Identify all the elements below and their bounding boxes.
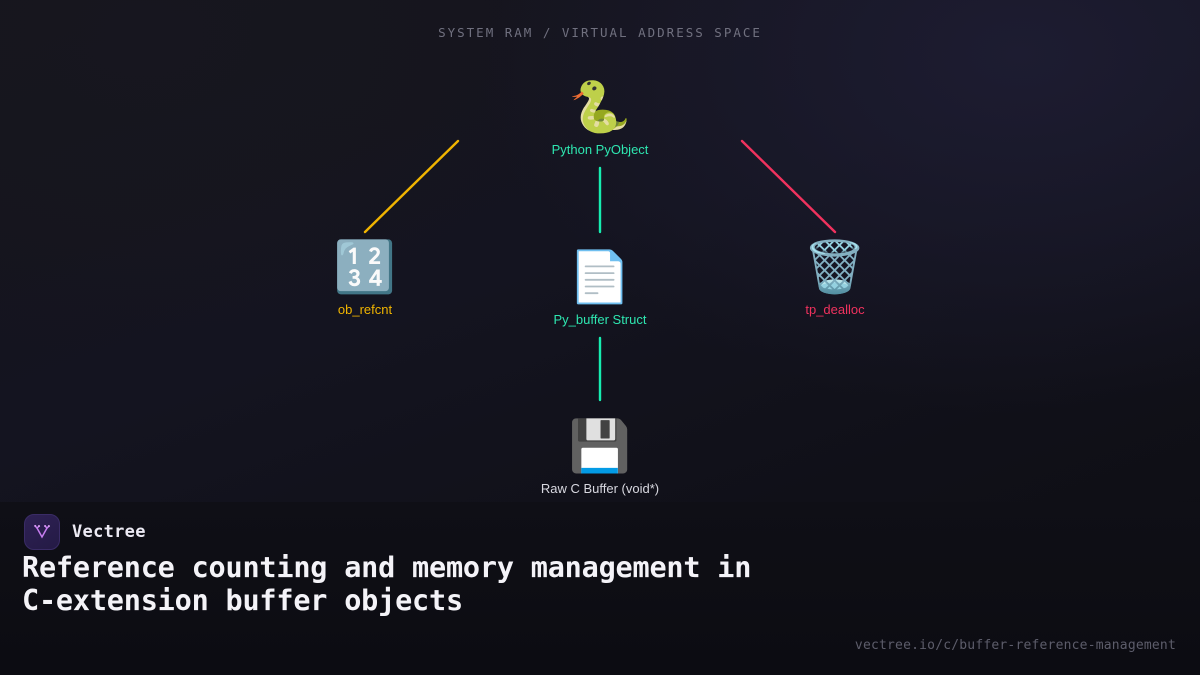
diagram-node-py-buffer-struct[interactable]: 📄 Py_buffer Struct	[505, 248, 695, 327]
diagram-header-label: SYSTEM RAM / VIRTUAL ADDRESS SPACE	[438, 25, 762, 40]
diagram-node-ob-refcnt[interactable]: 🔢 ob_refcnt	[270, 238, 460, 317]
diagram-node-python-pyobject[interactable]: 🐍 Python PyObject	[505, 78, 695, 157]
document-icon: 📄	[568, 248, 632, 306]
vectree-branch-logo-icon	[24, 514, 60, 550]
snake-icon: 🐍	[568, 78, 632, 136]
diagram-node-label: tp_dealloc	[805, 302, 865, 317]
diagram-node-label: Raw C Buffer (void*)	[540, 481, 660, 496]
footer-bar: Vectree Reference counting and memory ma…	[0, 502, 1200, 675]
floppy-disk-icon: 💾	[568, 417, 632, 475]
diagram-edge	[363, 139, 460, 234]
diagram-node-raw-c-buffer[interactable]: 💾 Raw C Buffer (void*)	[505, 417, 695, 496]
diagram-node-tp-dealloc[interactable]: 🗑️ tp_dealloc	[740, 238, 930, 317]
diagram-canvas: SYSTEM RAM / VIRTUAL ADDRESS SPACE 🐍 Pyth…	[270, 25, 930, 496]
brand-name: Vectree	[72, 522, 146, 542]
diagram-node-label: Python PyObject	[551, 142, 649, 157]
diagram-edge	[740, 139, 837, 234]
diagram-node-label: Py_buffer Struct	[553, 312, 647, 327]
wastebasket-icon: 🗑️	[803, 238, 867, 296]
diagram-node-label: ob_refcnt	[337, 302, 393, 317]
input-numbers-icon: 🔢	[333, 238, 397, 296]
page-title: Reference counting and memory management…	[22, 551, 752, 617]
brand-row[interactable]: Vectree	[24, 514, 146, 550]
permalink-url: vectree.io/c/buffer-reference-management	[854, 638, 1176, 653]
